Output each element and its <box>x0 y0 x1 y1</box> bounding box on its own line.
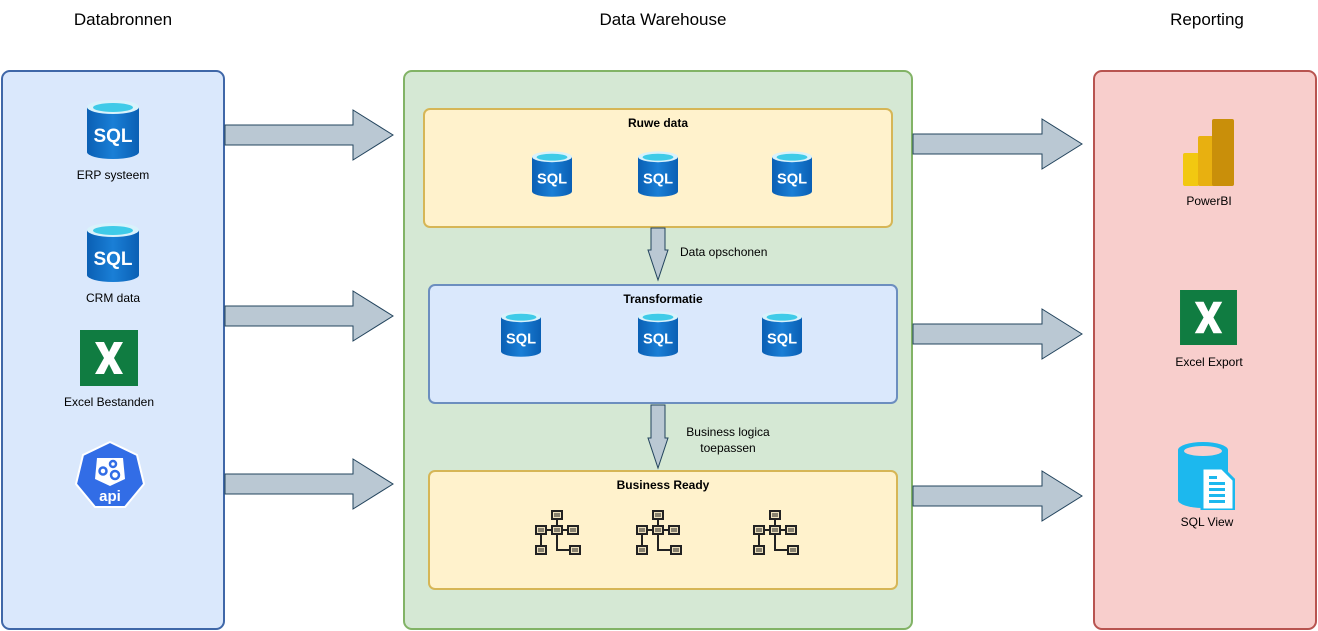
step-label-clean: Data opschonen <box>680 245 768 259</box>
arrow-right <box>912 308 1083 360</box>
report-label-sqlview: SQL View <box>1180 515 1234 529</box>
step-label-business-logic: Business logica toepassen <box>668 424 788 456</box>
source-label-crm: CRM data <box>85 291 141 305</box>
step-label-line: Business logica <box>686 425 770 439</box>
step-label-line: toepassen <box>700 441 756 455</box>
arrow-right <box>224 290 394 342</box>
layer-title: Business Ready <box>616 478 710 492</box>
arrow-right <box>912 118 1083 170</box>
report-label-powerbi: PowerBI <box>1186 194 1232 208</box>
arrow-right <box>224 458 394 510</box>
reporting-title: Reporting <box>1170 10 1244 29</box>
arrow-down <box>647 404 669 470</box>
arrow-right <box>912 470 1083 522</box>
report-label-excel: Excel Export <box>1175 355 1243 369</box>
layer-title: Transformatie <box>623 292 703 306</box>
layer-title: Ruwe data <box>627 116 688 130</box>
arrow-right <box>224 109 394 161</box>
source-label-erp: ERP systeem <box>76 168 150 182</box>
sources-title: Databronnen <box>73 10 173 29</box>
arrow-down <box>647 227 669 282</box>
warehouse-title: Data Warehouse <box>599 10 727 29</box>
source-label-excel: Excel Bestanden <box>63 395 155 409</box>
